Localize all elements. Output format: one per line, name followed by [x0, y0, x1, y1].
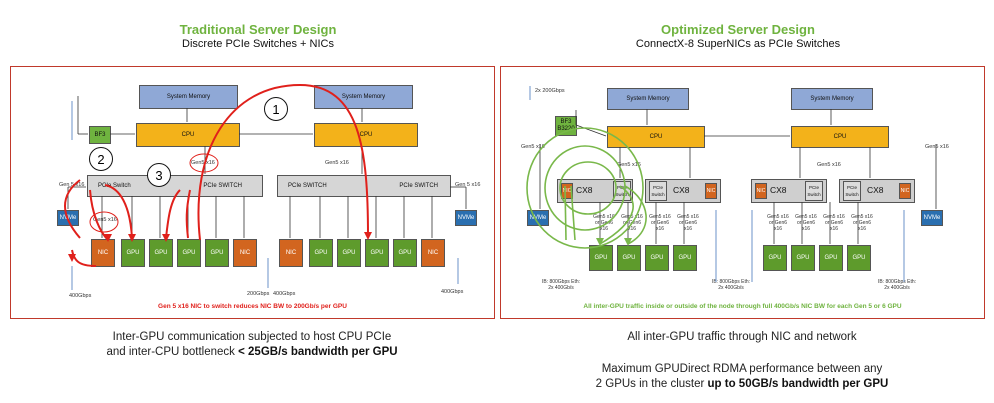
left-diagram-panel: System Memory System Memory CPU CPU BF3 … [10, 66, 495, 319]
right-cpu-2: CPU [791, 126, 889, 148]
left-bw-label-2: 200Gbps [247, 291, 270, 297]
right-cx8-1-label: CX8 [576, 185, 593, 195]
right-gen-link-1: Gen5 x16 or Gen6 x16 [593, 214, 615, 232]
right-gen5-label-2: Gen5 x16 [925, 144, 949, 150]
left-gpu-2: GPU [149, 239, 173, 267]
right-gpu-3: GPU [645, 245, 669, 271]
right-gpu-2: GPU [617, 245, 641, 271]
left-gpu-6: GPU [337, 239, 361, 267]
left-header: Traditional Server Design Discrete PCIe … [68, 22, 448, 51]
right-caption2-line2-pre: 2 GPUs in the cluster [595, 378, 708, 390]
right-gen5-label-3: Gen5 x16 [617, 162, 641, 168]
left-system-memory-1: System Memory [139, 85, 238, 109]
left-nic-2: NIC [233, 239, 257, 267]
left-nic-4: NIC [421, 239, 445, 267]
left-pcie-switch-2-label-a: PCIe SWITCH [288, 182, 327, 189]
left-step-1: 1 [264, 97, 288, 121]
left-pcie-switch-1-label-a: PCIe Switch [98, 182, 131, 189]
right-gpu-8: GPU [847, 245, 871, 271]
right-gpu-6: GPU [791, 245, 815, 271]
right-bf3: BF3 B3220 [555, 116, 577, 136]
right-footer-note: All inter-GPU traffic inside or outside … [583, 303, 902, 310]
right-gen-link-5: Gen5 x16 or Gen6 x16 [767, 214, 789, 232]
right-ib-eth-2: IB: 800Gbps Eth: 2x 400Gb/s [711, 279, 751, 291]
left-caption-line2-pre: and inter-CPU bottleneck [106, 346, 239, 358]
right-ib-eth-1: IB: 800Gbps Eth: 2x 400Gb/s [541, 279, 581, 291]
left-gpu-8: GPU [393, 239, 417, 267]
left-caption-line1: Inter-GPU communication subjected to hos… [112, 331, 392, 343]
right-caption1-text: All inter-GPU traffic through NIC and ne… [627, 331, 857, 343]
right-gen-link-3: Gen5 x16 or Gen6 x16 [649, 214, 671, 232]
right-cpu-1: CPU [607, 126, 705, 148]
left-caption-line2: and inter-CPU bottleneck < 25GB/s bandwi… [40, 345, 464, 360]
left-bw-label-3: 400Gbps [273, 291, 296, 297]
right-caption2-line2: 2 GPUs in the cluster up to 50GB/s bandw… [530, 377, 954, 392]
left-title: Traditional Server Design [179, 22, 337, 37]
left-gpu-1: GPU [121, 239, 145, 267]
right-gen-link-8: Gen5 x16 or Gen6 x16 [851, 214, 873, 232]
left-gen5-label-4: Gen 5 x16 [455, 182, 481, 188]
right-gen5-label-4: Gen5 x16 [817, 162, 841, 168]
right-header: Optimized Server Design ConnectX-8 Super… [548, 22, 928, 51]
left-footer-note: Gen 5 x16 NIC to switch reduces NIC BW t… [158, 303, 347, 310]
right-bf3-label: BF3 [560, 119, 572, 125]
right-system-memory-2: System Memory [791, 88, 873, 110]
right-subtitle: ConnectX-8 SuperNICs as PCIe Switches [635, 38, 841, 50]
right-cx8-3-switch: PCIe Switch [805, 181, 823, 201]
left-gen5-label-2: Gen5 x16 [325, 160, 349, 166]
right-cx8-3-nic: NIC [755, 183, 767, 199]
left-step-2: 2 [89, 147, 113, 171]
left-gen5-label-3: Gen 5 x16 [59, 182, 85, 188]
left-gen5-label-5: Gen5 x16 [93, 217, 117, 223]
left-pcie-switch-1-label-b: PCIe SWITCH [203, 182, 242, 189]
right-cx8-2-switch: PCIe Switch [649, 181, 667, 201]
right-bw-top: 2x 200Gbps [535, 88, 565, 94]
right-title: Optimized Server Design [661, 22, 815, 37]
right-ib-eth-4: IB: 800Gbps Eth: 2x 400Gb/s [877, 279, 917, 291]
left-gen5-label-1: Gen5 x16 [191, 160, 215, 166]
right-cx8-3-label: CX8 [770, 185, 787, 195]
right-cx8-1-nic: NIC [561, 183, 573, 199]
left-cpu-1: CPU [136, 123, 240, 147]
left-pcie-switch-2-label-b: PCIe SWITCH [399, 182, 438, 189]
right-cx8-4-switch: PCIe Switch [843, 181, 861, 201]
right-gpu-7: GPU [819, 245, 843, 271]
right-caption-1: All inter-GPU traffic through NIC and ne… [530, 330, 954, 345]
right-gpu-5: GPU [763, 245, 787, 271]
left-gpu-3: GPU [177, 239, 201, 267]
right-bf3-sublabel: B3220 [557, 126, 575, 132]
right-gen-link-4: Gen5 x16 or Gen6 x16 [677, 214, 699, 232]
right-caption2-line2-bold: up to 50GB/s bandwidth per GPU [707, 378, 889, 390]
left-step-3: 3 [147, 163, 171, 187]
left-subtitle: Discrete PCIe Switches + NICs [182, 38, 334, 50]
right-gen-link-7: Gen5 x16 or Gen6 x16 [823, 214, 845, 232]
left-bf3: BF3 [89, 126, 111, 144]
right-cx8-2-label: CX8 [673, 185, 690, 195]
right-gen-link-6: Gen5 x16 or Gen6 x16 [795, 214, 817, 232]
left-bw-label-1: 400Gbps [69, 293, 92, 299]
left-nvme-2: NVMe [455, 210, 477, 226]
right-gpu-4: GPU [673, 245, 697, 271]
right-gen5-label-1: Gen5 x16 [521, 144, 545, 150]
left-system-memory-2: System Memory [314, 85, 413, 109]
left-gpu-7: GPU [365, 239, 389, 267]
left-gpu-4: GPU [205, 239, 229, 267]
left-bw-label-4: 400Gbps [441, 289, 464, 295]
left-nic-1: NIC [91, 239, 115, 267]
left-caption-line2-bold: < 25GB/s bandwidth per GPU [238, 346, 398, 358]
right-cx8-4-nic: NIC [899, 183, 911, 199]
left-caption: Inter-GPU communication subjected to hos… [40, 330, 464, 360]
right-cx8-4-label: CX8 [867, 185, 884, 195]
right-caption-2: Maximum GPUDirect RDMA performance betwe… [530, 362, 954, 392]
right-nvme-2: NVMe [921, 210, 943, 226]
right-gpu-1: GPU [589, 245, 613, 271]
left-cpu-2: CPU [314, 123, 418, 147]
right-cx8-2-nic: NIC [705, 183, 717, 199]
left-nic-3: NIC [279, 239, 303, 267]
left-gpu-5: GPU [309, 239, 333, 267]
right-caption2-line1: Maximum GPUDirect RDMA performance betwe… [601, 363, 883, 375]
right-system-memory-1: System Memory [607, 88, 689, 110]
left-pcie-switch-2: PCIe SWITCH PCIe SWITCH [277, 175, 451, 197]
